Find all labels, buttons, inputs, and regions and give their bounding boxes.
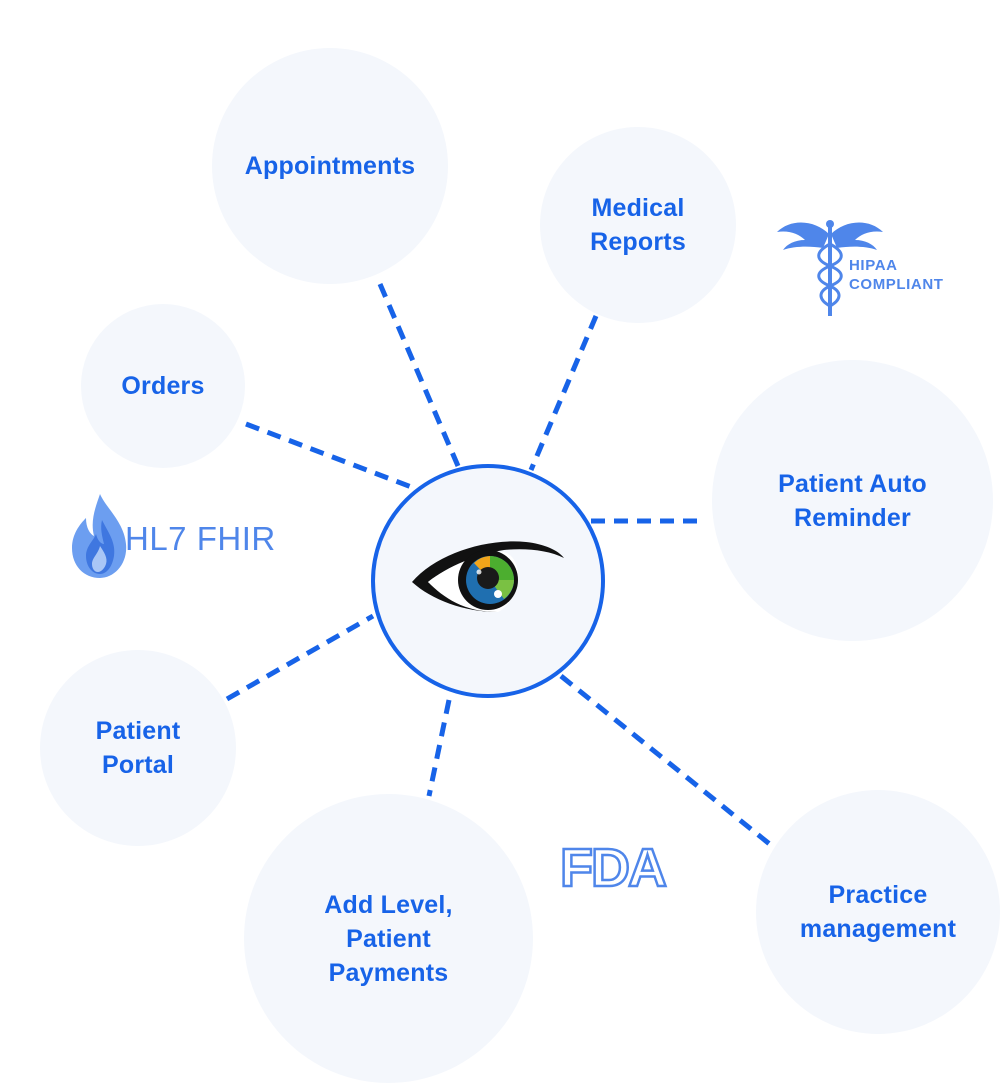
eye-icon: [412, 541, 564, 612]
connector-practice-management: [559, 674, 779, 852]
connector-patient-portal: [225, 613, 375, 702]
node-patient-portal-label: Patient Portal: [95, 717, 181, 779]
hl7-fhir-text: HL7 FHIR: [125, 520, 276, 557]
node-practice-management: Practice management: [756, 790, 1000, 1034]
connector-orders: [245, 421, 415, 491]
node-patient-auto-reminder-label: Patient Auto Reminder: [778, 469, 927, 532]
hipaa-logo: HIPAA COMPLIANT: [775, 214, 965, 318]
node-patient-auto-reminder: Patient Auto Reminder: [712, 360, 993, 641]
flame-icon: [72, 494, 127, 578]
node-patient-portal: Patient Portal: [40, 650, 236, 846]
connector-medical-reports: [528, 315, 599, 471]
node-medical-reports: Medical Reports: [540, 127, 736, 323]
node-orders: Orders: [81, 304, 245, 468]
fda-logo: FDA: [559, 837, 684, 900]
fda-text: FDA: [560, 838, 666, 894]
central-hub: [371, 464, 605, 698]
node-practice-management-label: Practice management: [799, 881, 957, 943]
node-medical-reports-label: Medical Reports: [590, 194, 686, 256]
connector-appointments: [377, 283, 461, 467]
fda-icon: FDA: [559, 837, 669, 900]
connector-payments: [426, 699, 452, 797]
node-orders-label: Orders: [121, 372, 205, 400]
caduceus-icon: [777, 220, 883, 316]
node-add-level-patient-payments: Add Level, Patient Payments: [244, 794, 533, 1083]
hipaa-text: HIPAA COMPLIANT: [849, 257, 944, 293]
hl7-fhir-logo: HL7 FHIR: [70, 490, 310, 580]
node-appointments-label: Appointments: [244, 152, 416, 180]
node-appointments: Appointments: [212, 48, 448, 284]
node-payments-label: Add Level, Patient Payments: [324, 890, 453, 987]
